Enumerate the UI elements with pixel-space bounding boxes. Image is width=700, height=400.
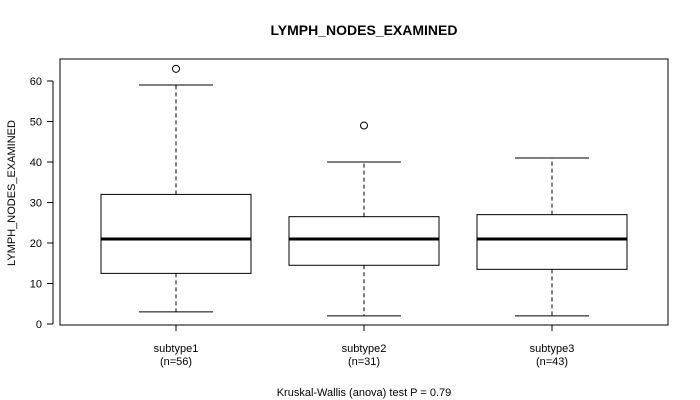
y-tick-label: 40 — [30, 157, 42, 169]
y-tick-label: 10 — [30, 279, 42, 291]
outlier-point — [360, 121, 368, 130]
test-result-footer: Kruskal-Wallis (anova) test P = 0.79 — [277, 387, 452, 399]
y-axis: 0 10 20 30 40 50 60 — [30, 76, 54, 331]
y-tick-label: 60 — [30, 76, 42, 88]
box-subtype3 — [476, 157, 628, 317]
y-axis-label: LYMPH_NODES_EXAMINED — [6, 120, 18, 266]
iqr-box — [288, 216, 440, 266]
x-axis-labels: subtype1(n=56) subtype2(n=31) subtype3(n=4… — [154, 325, 575, 368]
iqr-box — [100, 193, 252, 274]
boxes-group — [100, 64, 628, 317]
y-tick-label: 30 — [30, 198, 42, 210]
x-tick-count-label: (n=43) — [536, 356, 568, 368]
outlier-point — [172, 64, 180, 73]
iqr-box — [476, 214, 628, 270]
x-tick-label: subtype2 — [342, 343, 387, 355]
y-tick-label: 20 — [30, 238, 42, 250]
box-subtype2 — [288, 121, 440, 317]
box-subtype1 — [100, 64, 252, 313]
x-tick-count-label: (n=31) — [348, 356, 380, 368]
x-tick-count-label: (n=56) — [160, 356, 192, 368]
y-tick-label: 50 — [30, 117, 42, 129]
x-tick-label: subtype3 — [530, 343, 575, 355]
y-tick-label: 0 — [36, 319, 42, 331]
chart-title: LYMPH_NODES_EXAMINED — [271, 22, 458, 38]
x-tick-label: subtype1 — [154, 343, 199, 355]
